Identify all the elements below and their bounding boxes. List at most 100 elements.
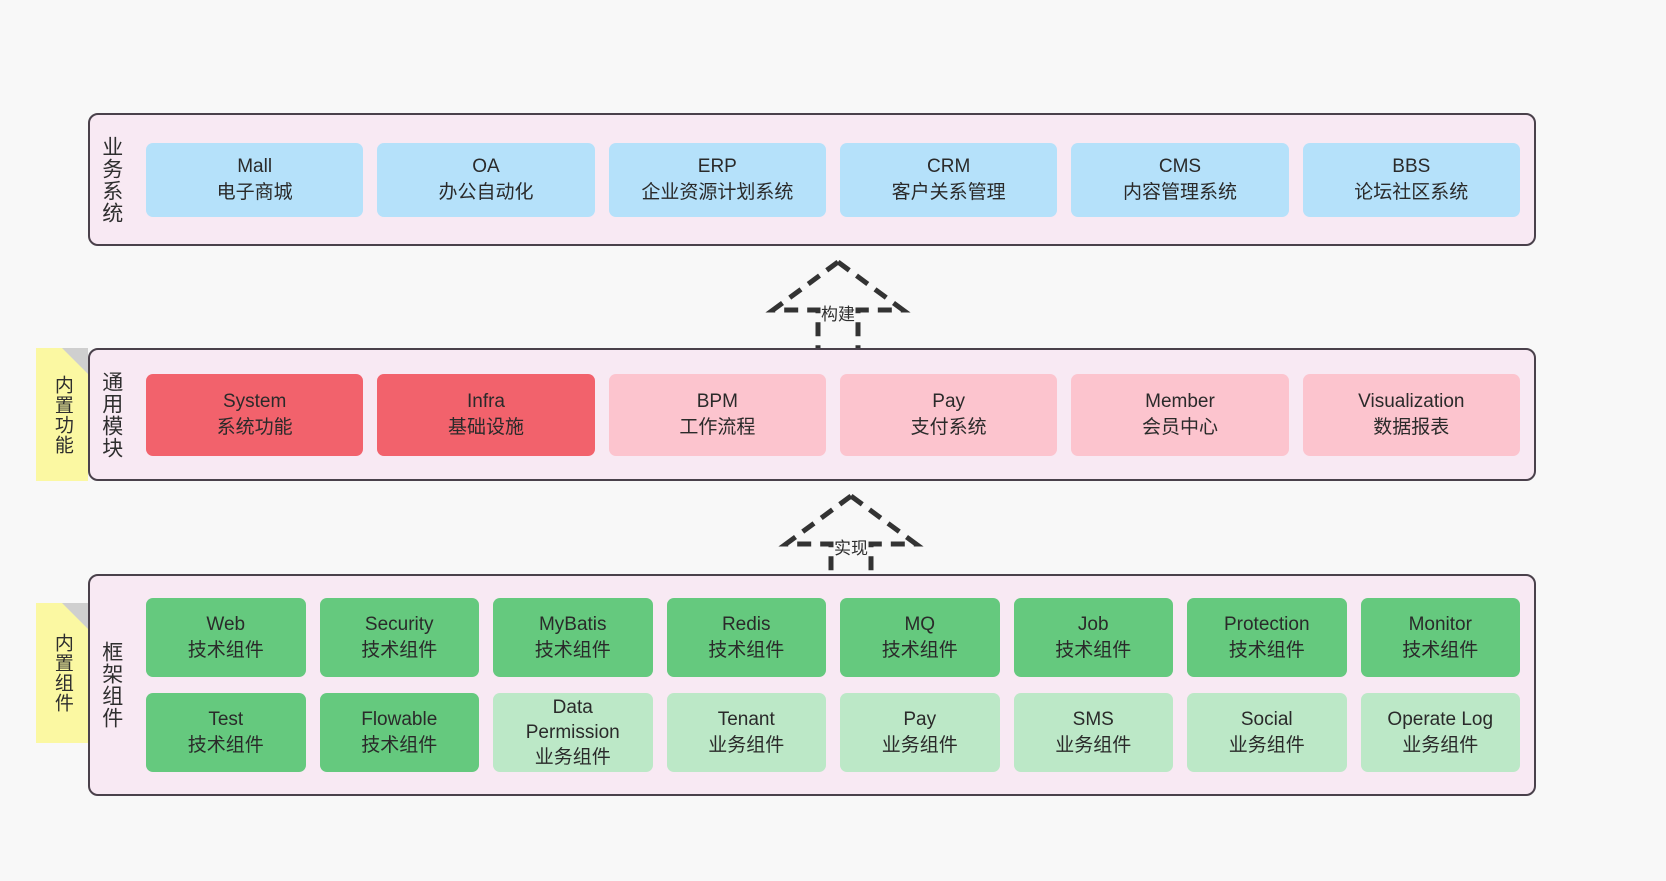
card-subtitle: 系统功能 (216, 416, 293, 438)
card-title: Web (206, 614, 246, 636)
card-title: Member (1145, 391, 1215, 413)
card-crm[interactable]: CRM 客户关系管理 (839, 142, 1058, 217)
framework-row-tech: Web 技术组件 Security 技术组件 MyBatis 技术组件 Redi… (146, 598, 1520, 677)
card-bpm[interactable]: BPM 工作流程 (608, 373, 826, 456)
card-subtitle: 工作流程 (679, 416, 756, 438)
card-subtitle: 企业资源计划系统 (641, 181, 794, 203)
card-subtitle: 技术组件 (361, 734, 438, 756)
card-member[interactable]: Member 会员中心 (1071, 373, 1289, 456)
card-protection[interactable]: Protection 技术组件 (1187, 598, 1347, 677)
card-flowable[interactable]: Flowable 技术组件 (319, 693, 479, 772)
note-label: 内置组件 (51, 633, 73, 713)
card-subtitle: 业务组件 (708, 734, 785, 756)
card-title: Mall (237, 156, 273, 178)
card-bbs[interactable]: BBS 论坛社区系统 (1302, 142, 1520, 217)
card-title: CMS (1158, 156, 1202, 178)
layer-framework-components: 框架组件 Web 技术组件 Security 技术组件 MyBatis 技术组件… (88, 574, 1536, 796)
connector-implement: 实现 (776, 492, 926, 584)
card-mall[interactable]: Mall 电子商城 (146, 142, 364, 217)
card-title: Pay (932, 391, 966, 413)
card-title: MQ (904, 614, 936, 636)
card-title: Operate Log (1387, 709, 1494, 731)
card-sms[interactable]: SMS 业务组件 (1013, 693, 1173, 772)
layer-common-cards: System 系统功能 Infra 基础设施 BPM 工作流程 Pay 支付系统… (132, 350, 1534, 479)
card-subtitle: 技术组件 (361, 639, 438, 661)
card-oa[interactable]: OA 办公自动化 (377, 142, 595, 217)
connector-implement-label: 实现 (834, 539, 868, 558)
card-operate-log[interactable]: Operate Log 业务组件 (1360, 693, 1520, 772)
card-pay-module[interactable]: Pay 支付系统 (839, 373, 1058, 456)
card-tenant[interactable]: Tenant 业务组件 (666, 693, 826, 772)
card-subtitle: 数据报表 (1373, 416, 1450, 438)
card-subtitle: 技术组件 (881, 639, 958, 661)
card-subtitle: 支付系统 (910, 416, 987, 438)
card-title: SMS (1072, 709, 1114, 731)
card-mybatis[interactable]: MyBatis 技术组件 (493, 598, 653, 677)
card-redis[interactable]: Redis 技术组件 (666, 598, 826, 677)
card-subtitle: 技术组件 (1055, 639, 1132, 661)
card-data-permission[interactable]: Data Permission 业务组件 (493, 693, 653, 772)
layer-business-cards: Mall 电子商城 OA 办公自动化 ERP 企业资源计划系统 CRM 客户关系… (132, 115, 1534, 244)
card-pay-component[interactable]: Pay 业务组件 (840, 693, 1000, 772)
card-title: Pay (903, 709, 937, 731)
layer-common-label: 通用模块 (99, 370, 123, 459)
card-title: BBS (1392, 156, 1431, 178)
card-title: Visualization (1358, 391, 1465, 413)
card-title: Social (1240, 709, 1293, 731)
card-title: ERP (697, 156, 737, 178)
card-test[interactable]: Test 技术组件 (146, 693, 306, 772)
card-title: Job (1077, 614, 1109, 636)
card-subtitle: 业务组件 (534, 747, 611, 769)
card-subtitle: 业务组件 (881, 734, 958, 756)
card-subtitle: 业务组件 (1228, 734, 1305, 756)
card-system[interactable]: System 系统功能 (146, 373, 364, 456)
card-subtitle: 基础设施 (447, 416, 524, 438)
card-title: Protection (1223, 614, 1310, 636)
card-title: Tenant (717, 709, 775, 731)
card-monitor[interactable]: Monitor 技术组件 (1360, 598, 1520, 677)
card-subtitle: 技术组件 (187, 734, 264, 756)
card-title: CRM (927, 156, 971, 178)
note-builtin-features: 内置功能 (36, 348, 88, 481)
card-job[interactable]: Job 技术组件 (1013, 598, 1173, 677)
card-cms[interactable]: CMS 内容管理系统 (1071, 142, 1289, 217)
card-subtitle: 办公自动化 (438, 181, 534, 203)
note-builtin-components: 内置组件 (36, 603, 88, 743)
card-web[interactable]: Web 技术组件 (146, 598, 306, 677)
layer-business-systems: 业务系统 Mall 电子商城 OA 办公自动化 ERP 企业资源计划系统 CRM… (88, 113, 1536, 246)
card-title: Test (208, 709, 244, 731)
card-subtitle: 客户关系管理 (891, 181, 1006, 203)
card-infra[interactable]: Infra 基础设施 (377, 373, 595, 456)
layer-framework-cards: Web 技术组件 Security 技术组件 MyBatis 技术组件 Redi… (132, 576, 1534, 794)
card-subtitle: 电子商城 (216, 181, 293, 203)
card-subtitle: 论坛社区系统 (1354, 181, 1469, 203)
generalization-arrow-icon (778, 493, 924, 584)
card-social[interactable]: Social 业务组件 (1187, 693, 1347, 772)
card-title: MyBatis (538, 614, 607, 636)
card-title: BPM (696, 391, 738, 413)
card-title: Infra (466, 391, 505, 413)
card-mq[interactable]: MQ 技术组件 (840, 598, 1000, 677)
connector-build-label: 构建 (821, 305, 855, 324)
card-subtitle: 技术组件 (534, 639, 611, 661)
card-subtitle: 业务组件 (1055, 734, 1132, 756)
card-title: OA (472, 156, 500, 178)
framework-row-biz: Test 技术组件 Flowable 技术组件 Data Permission … (146, 693, 1520, 772)
card-title: Monitor (1408, 614, 1472, 636)
connector-build: 构建 (763, 258, 913, 350)
card-title: Flowable (361, 709, 438, 731)
generalization-arrow-icon (765, 259, 911, 350)
card-security[interactable]: Security 技术组件 (319, 598, 479, 677)
card-title: Data Permission (525, 696, 620, 743)
layer-framework-label: 框架组件 (99, 641, 123, 729)
card-title: Security (364, 614, 434, 636)
card-subtitle: 技术组件 (1228, 639, 1305, 661)
card-visualization[interactable]: Visualization 数据报表 (1302, 373, 1520, 456)
card-erp[interactable]: ERP 企业资源计划系统 (608, 142, 826, 217)
card-title: Redis (721, 614, 771, 636)
card-subtitle: 业务组件 (1402, 734, 1479, 756)
layer-business-label: 业务系统 (99, 135, 123, 224)
card-subtitle: 技术组件 (1402, 639, 1479, 661)
card-subtitle: 会员中心 (1141, 416, 1218, 438)
